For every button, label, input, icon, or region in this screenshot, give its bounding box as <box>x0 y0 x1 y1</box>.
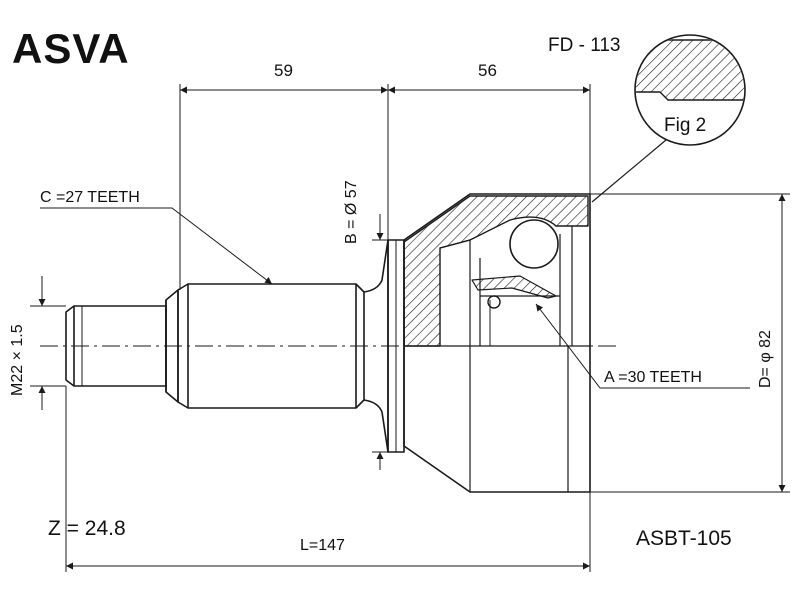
fig2-detail-circle <box>634 34 746 146</box>
z-value-label: Z = 24.8 <box>48 517 126 540</box>
a-teeth-label: A =30 TEETH <box>604 369 702 386</box>
c-teeth-label: C =27 TEETH <box>40 189 140 206</box>
inner-race <box>439 226 573 346</box>
dim-thread-label: M22 × 1.5 <box>9 324 26 396</box>
leader-c-teeth <box>40 207 273 285</box>
dim-b-label: B = Ø 57 <box>343 180 360 244</box>
overall-length-label: L=147 <box>300 537 345 554</box>
dim-56-label: 56 <box>478 61 497 80</box>
leader-a-teeth <box>535 303 750 389</box>
fig2-label: Fig 2 <box>664 115 707 136</box>
spline-marker <box>487 295 501 309</box>
dim-d-label: D= φ 82 <box>757 330 774 388</box>
dim-59-label: 59 <box>274 61 293 80</box>
reference-number: ASBT-105 <box>636 527 732 550</box>
brand-logo: ASVA <box>12 25 130 72</box>
ball-bearing <box>509 219 559 269</box>
part-number: FD - 113 <box>548 35 621 56</box>
